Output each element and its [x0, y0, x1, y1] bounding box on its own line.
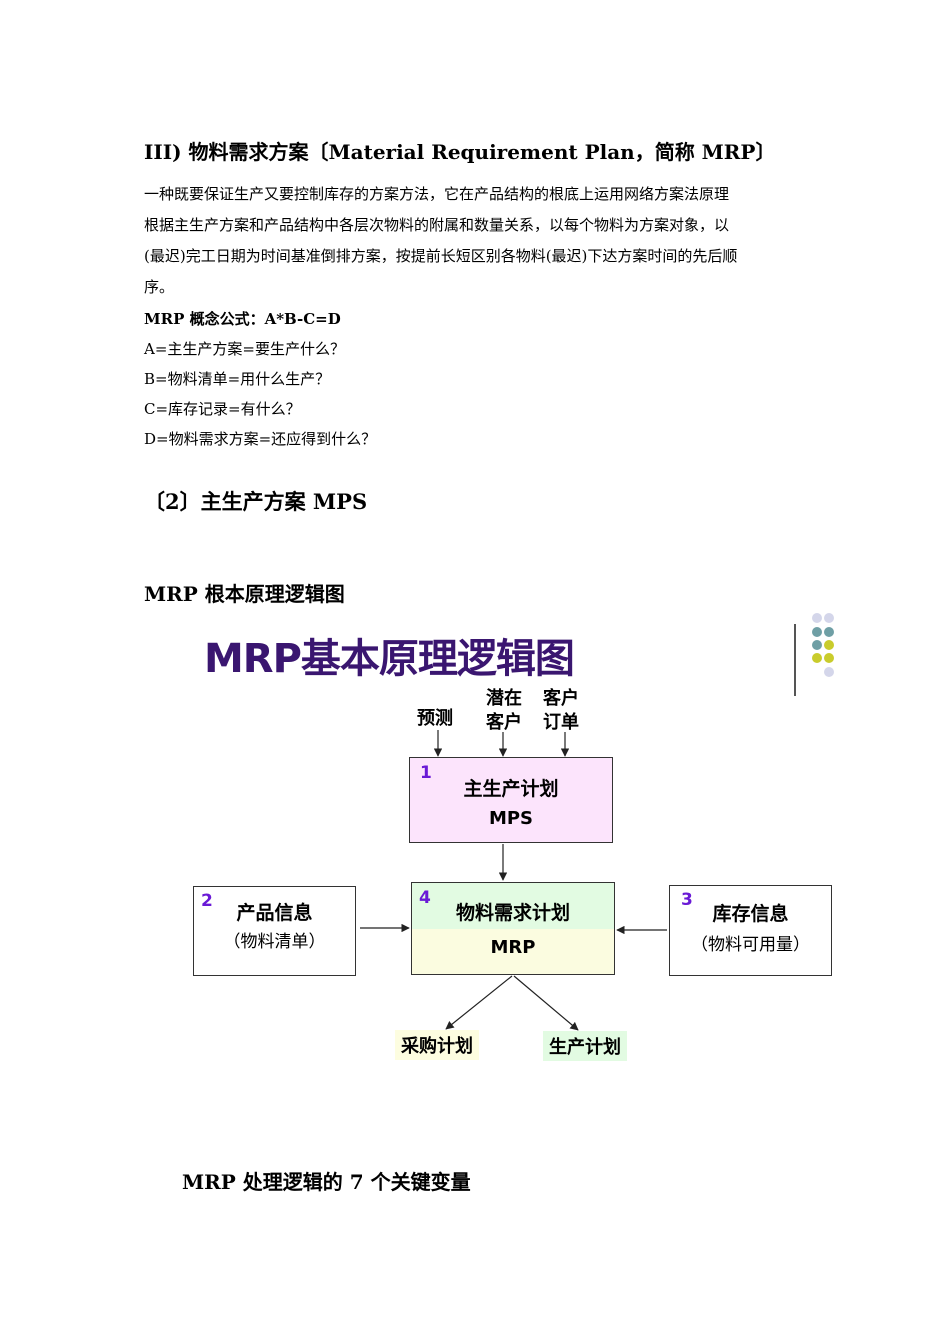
- decor-dot: [824, 667, 834, 677]
- heading-logic-diagram: MRP 根本原理逻辑图: [144, 582, 345, 606]
- mps-box: 1 主生产计划 MPS: [409, 757, 613, 843]
- decor-dot: [812, 613, 822, 623]
- decor-dot: [812, 627, 822, 637]
- intro-line: 序。: [144, 278, 175, 296]
- formula-item-a: A=主生产方案=要生产什么？: [144, 340, 345, 358]
- decor-dot: [812, 653, 822, 663]
- formula-item-c: C=库存记录=有什么？: [144, 400, 301, 418]
- arrow-mrp-to-purchase: [445, 975, 513, 1030]
- product-number: 2: [201, 891, 213, 911]
- decor-dot: [824, 627, 834, 637]
- output-purchase-plan: 采购计划: [395, 1030, 479, 1060]
- intro-line: 一种既要保证生产又要控制库存的方案方法，它在产品结构的根底上运用网络方案法原理: [144, 185, 730, 203]
- product-label: 产品信息: [236, 902, 313, 924]
- output-production-plan: 生产计划: [543, 1031, 627, 1061]
- mrp-box: 4 物料需求计划 MRP: [411, 882, 615, 975]
- mrp-box-bottom: [412, 929, 614, 974]
- input-order-line2: 订单: [543, 712, 579, 733]
- divider-line: [794, 624, 796, 696]
- mrp-abbrev: MRP: [490, 937, 536, 958]
- heading-mps: 〔2〕主生产方案 MPS: [144, 489, 368, 514]
- mrp-number: 4: [419, 888, 431, 908]
- formula-item-d: D=物料需求方案=还应得到什么？: [144, 430, 377, 448]
- mps-number: 1: [420, 763, 432, 783]
- mrp-logic-diagram: MRP基本原理逻辑图 预测 潜在 客户 客户 订单 1 主生产计划 MPS 2 …: [144, 612, 844, 1072]
- intro-line: (最迟)完工日期为时间基准倒排方案，按提前长短区别各物料(最迟)下达方案时间的先…: [144, 247, 738, 265]
- inventory-sublabel: （物料可用量）: [691, 935, 810, 955]
- decor-dot: [812, 640, 822, 650]
- mps-abbrev: MPS: [488, 808, 534, 829]
- mrp-box-top: [412, 883, 614, 929]
- input-potential-line1: 潜在: [486, 688, 522, 709]
- mps-label: 主生产计划: [463, 778, 559, 800]
- product-info-box: 2 产品信息 （物料清单）: [193, 886, 356, 976]
- input-forecast: 预测: [417, 708, 453, 729]
- inventory-label: 库存信息: [712, 903, 789, 925]
- formula-title: MRP 概念公式：A*B-C=D: [144, 310, 341, 328]
- diagram-title: MRP基本原理逻辑图: [204, 636, 575, 682]
- heading-mrp: III) 物料需求方案〔Material Requirement Plan，简称…: [144, 140, 776, 164]
- arrow-mrp-to-production: [513, 975, 579, 1031]
- heading-key-variables: MRP 处理逻辑的 7 个关键变量: [182, 1170, 471, 1194]
- inventory-info-box: 3 库存信息 （物料可用量）: [669, 885, 832, 976]
- inventory-number: 3: [681, 890, 693, 910]
- decor-dot: [824, 613, 834, 623]
- product-sublabel: （物料清单）: [223, 932, 326, 952]
- intro-paragraph: 一种既要保证生产又要控制库存的方案方法，它在产品结构的根底上运用网络方案法原理 …: [144, 179, 814, 303]
- diagram-arrows: [360, 730, 667, 1031]
- input-order-line1: 客户: [543, 688, 579, 709]
- intro-line: 根据主生产方案和产品结构中各层次物料的附属和数量关系，以每个物料为方案对象，以: [144, 216, 730, 234]
- formula-item-b: B=物料清单=用什么生产？: [144, 370, 331, 388]
- decor-dot: [824, 640, 834, 650]
- mrp-label: 物料需求计划: [455, 902, 570, 924]
- decor-dot: [824, 653, 834, 663]
- input-potential-line2: 客户: [486, 712, 522, 733]
